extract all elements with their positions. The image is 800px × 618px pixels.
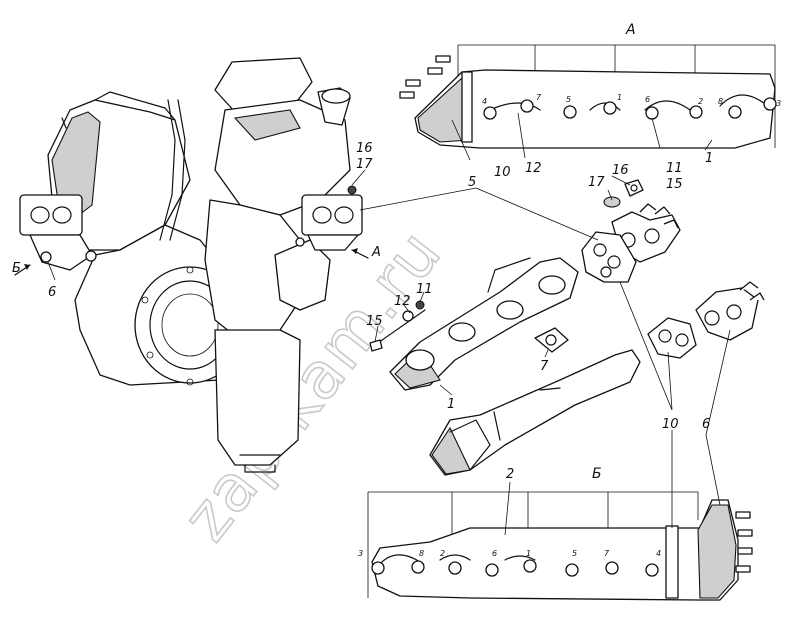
view-b-label: Б (592, 466, 602, 482)
view-b-manifold: Б 3 8 2 6 1 5 7 4 (358, 466, 753, 601)
svg-text:1: 1 (617, 93, 622, 102)
callout-6-right: 6 (702, 417, 710, 432)
svg-text:1: 1 (526, 549, 531, 558)
engine-flange-left (19, 194, 97, 271)
svg-text:2: 2 (440, 549, 445, 558)
gaskets-10 (647, 317, 697, 359)
callout-16-nut: 16 (612, 163, 629, 178)
callout-1-top: 1 (705, 151, 713, 166)
svg-text:7: 7 (604, 549, 610, 558)
svg-text:5: 5 (572, 549, 577, 558)
manifold-2-exploded (429, 349, 641, 476)
callout-15-top: 15 (666, 177, 683, 192)
callout-16-engine: 16 (356, 141, 373, 156)
svg-text:6: 6 (645, 95, 650, 104)
svg-text:4: 4 (482, 97, 487, 106)
outlet-pipe-6 (695, 281, 765, 341)
callout-17-engine: 17 (356, 157, 373, 172)
callout-labels: 1 1 2 5 6 6 7 10 10 11 11 12 12 15 15 16… (48, 141, 713, 482)
gasket-7 (534, 327, 569, 353)
view-a-bolts (483, 97, 777, 120)
engine-assembly (19, 57, 363, 473)
svg-text:3: 3 (776, 99, 781, 108)
engine-arrow-b-label: Б (12, 261, 21, 276)
view-arrow-b: Б (12, 261, 31, 276)
view-a-bolt-order: 4 7 5 1 6 2 8 3 (482, 93, 781, 108)
view-a-label: A (625, 22, 636, 38)
gasket-5 (581, 231, 637, 283)
callout-15-mid: 15 (366, 314, 383, 329)
manifold-1-exploded (389, 257, 579, 391)
callout-12-top: 12 (525, 161, 542, 176)
callout-10-top: 10 (494, 165, 511, 180)
view-a-manifold: A 4 7 5 1 6 2 (399, 22, 781, 149)
callout-6-left: 6 (48, 285, 56, 300)
svg-text:3: 3 (358, 549, 363, 558)
callout-17-nut: 17 (588, 175, 605, 190)
view-b-bolt-order: 3 8 2 6 1 5 7 4 (358, 549, 661, 558)
leader-lines (47, 112, 731, 536)
svg-text:8: 8 (419, 549, 424, 558)
svg-text:6: 6 (492, 549, 497, 558)
svg-text:7: 7 (536, 93, 542, 102)
callout-7: 7 (540, 359, 549, 374)
view-b-bolts (371, 559, 659, 577)
view-arrow-a: A (351, 245, 381, 260)
svg-text:2: 2 (698, 97, 703, 106)
engine-flange-right (295, 185, 363, 251)
svg-text:4: 4 (656, 549, 661, 558)
svg-text:5: 5 (566, 95, 571, 104)
callout-2: 2 (506, 467, 514, 482)
callout-5: 5 (468, 175, 476, 190)
nut-and-washer (603, 179, 644, 208)
engine-arrow-a-label: A (371, 245, 381, 260)
callout-10-right: 10 (662, 417, 679, 432)
svg-text:8: 8 (718, 97, 723, 106)
callout-11-mid: 11 (416, 282, 433, 297)
callout-12-mid: 12 (394, 294, 411, 309)
callout-11-top: 11 (666, 161, 683, 176)
callout-1-mid: 1 (447, 397, 455, 412)
